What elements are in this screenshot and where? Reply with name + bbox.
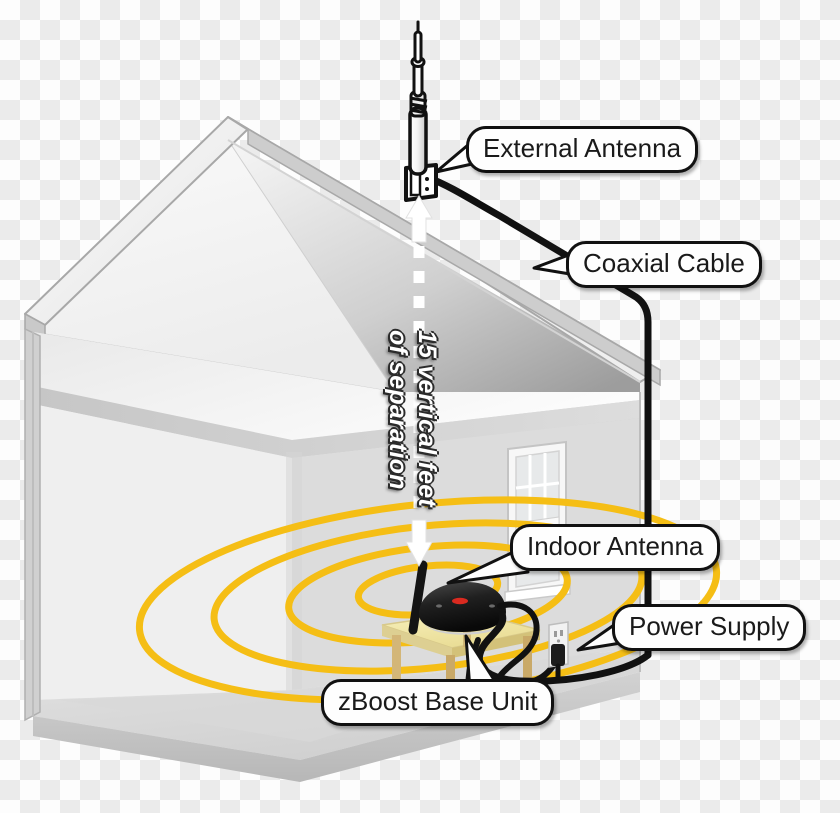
antenna-mount-bolt xyxy=(425,177,429,181)
outlet-socket-icon xyxy=(554,630,563,643)
callout-external-antenna[interactable]: External Antenna xyxy=(466,126,699,174)
table-leg-back-left xyxy=(463,617,471,647)
floor-slab-edge xyxy=(33,672,640,782)
indoor-antenna xyxy=(408,560,428,635)
base-unit-body xyxy=(419,582,506,632)
status-led xyxy=(452,597,468,605)
ceiling-slab xyxy=(33,332,640,440)
power-supply xyxy=(548,621,569,683)
external-antenna xyxy=(404,20,438,202)
separation-arrow-up xyxy=(405,195,433,243)
roof-fascia-right xyxy=(247,127,661,387)
table-leg-back-right xyxy=(523,636,532,686)
antenna-rod-upper xyxy=(413,30,423,64)
wall-left-interior xyxy=(33,404,292,700)
separation-label-line2: of separation xyxy=(384,330,412,490)
separation-measure xyxy=(405,195,433,568)
table-leg-front-left xyxy=(392,635,401,693)
wall-corner-shadow xyxy=(286,452,302,694)
base-unit-button-2 xyxy=(489,604,495,608)
ceiling-slab-face xyxy=(33,386,640,458)
power-plug xyxy=(551,644,565,666)
base-unit xyxy=(408,560,506,635)
base-unit-button xyxy=(436,604,442,608)
antenna-mount-shadow xyxy=(409,171,422,197)
roof-ridge-line xyxy=(227,139,641,383)
power-cable xyxy=(497,601,540,679)
table-top-edge xyxy=(382,625,452,658)
callout-power-supply[interactable]: Power Supply xyxy=(612,604,807,652)
window-sill xyxy=(504,583,571,603)
callout-coaxial-cable[interactable]: Coaxial Cable xyxy=(566,241,762,289)
antenna-mount-bolt-2 xyxy=(425,187,429,191)
antenna-body xyxy=(408,106,428,176)
callout-indoor-antenna[interactable]: Indoor Antenna xyxy=(510,524,721,572)
roof xyxy=(24,116,661,393)
base-unit-stand xyxy=(424,624,500,635)
separation-label-line1: 15 vertical feet xyxy=(413,330,441,507)
callout-zboost-base-unit[interactable]: zBoost Base Unit xyxy=(321,679,555,727)
separation-arrow-down xyxy=(405,519,433,568)
window-panes xyxy=(515,453,560,525)
